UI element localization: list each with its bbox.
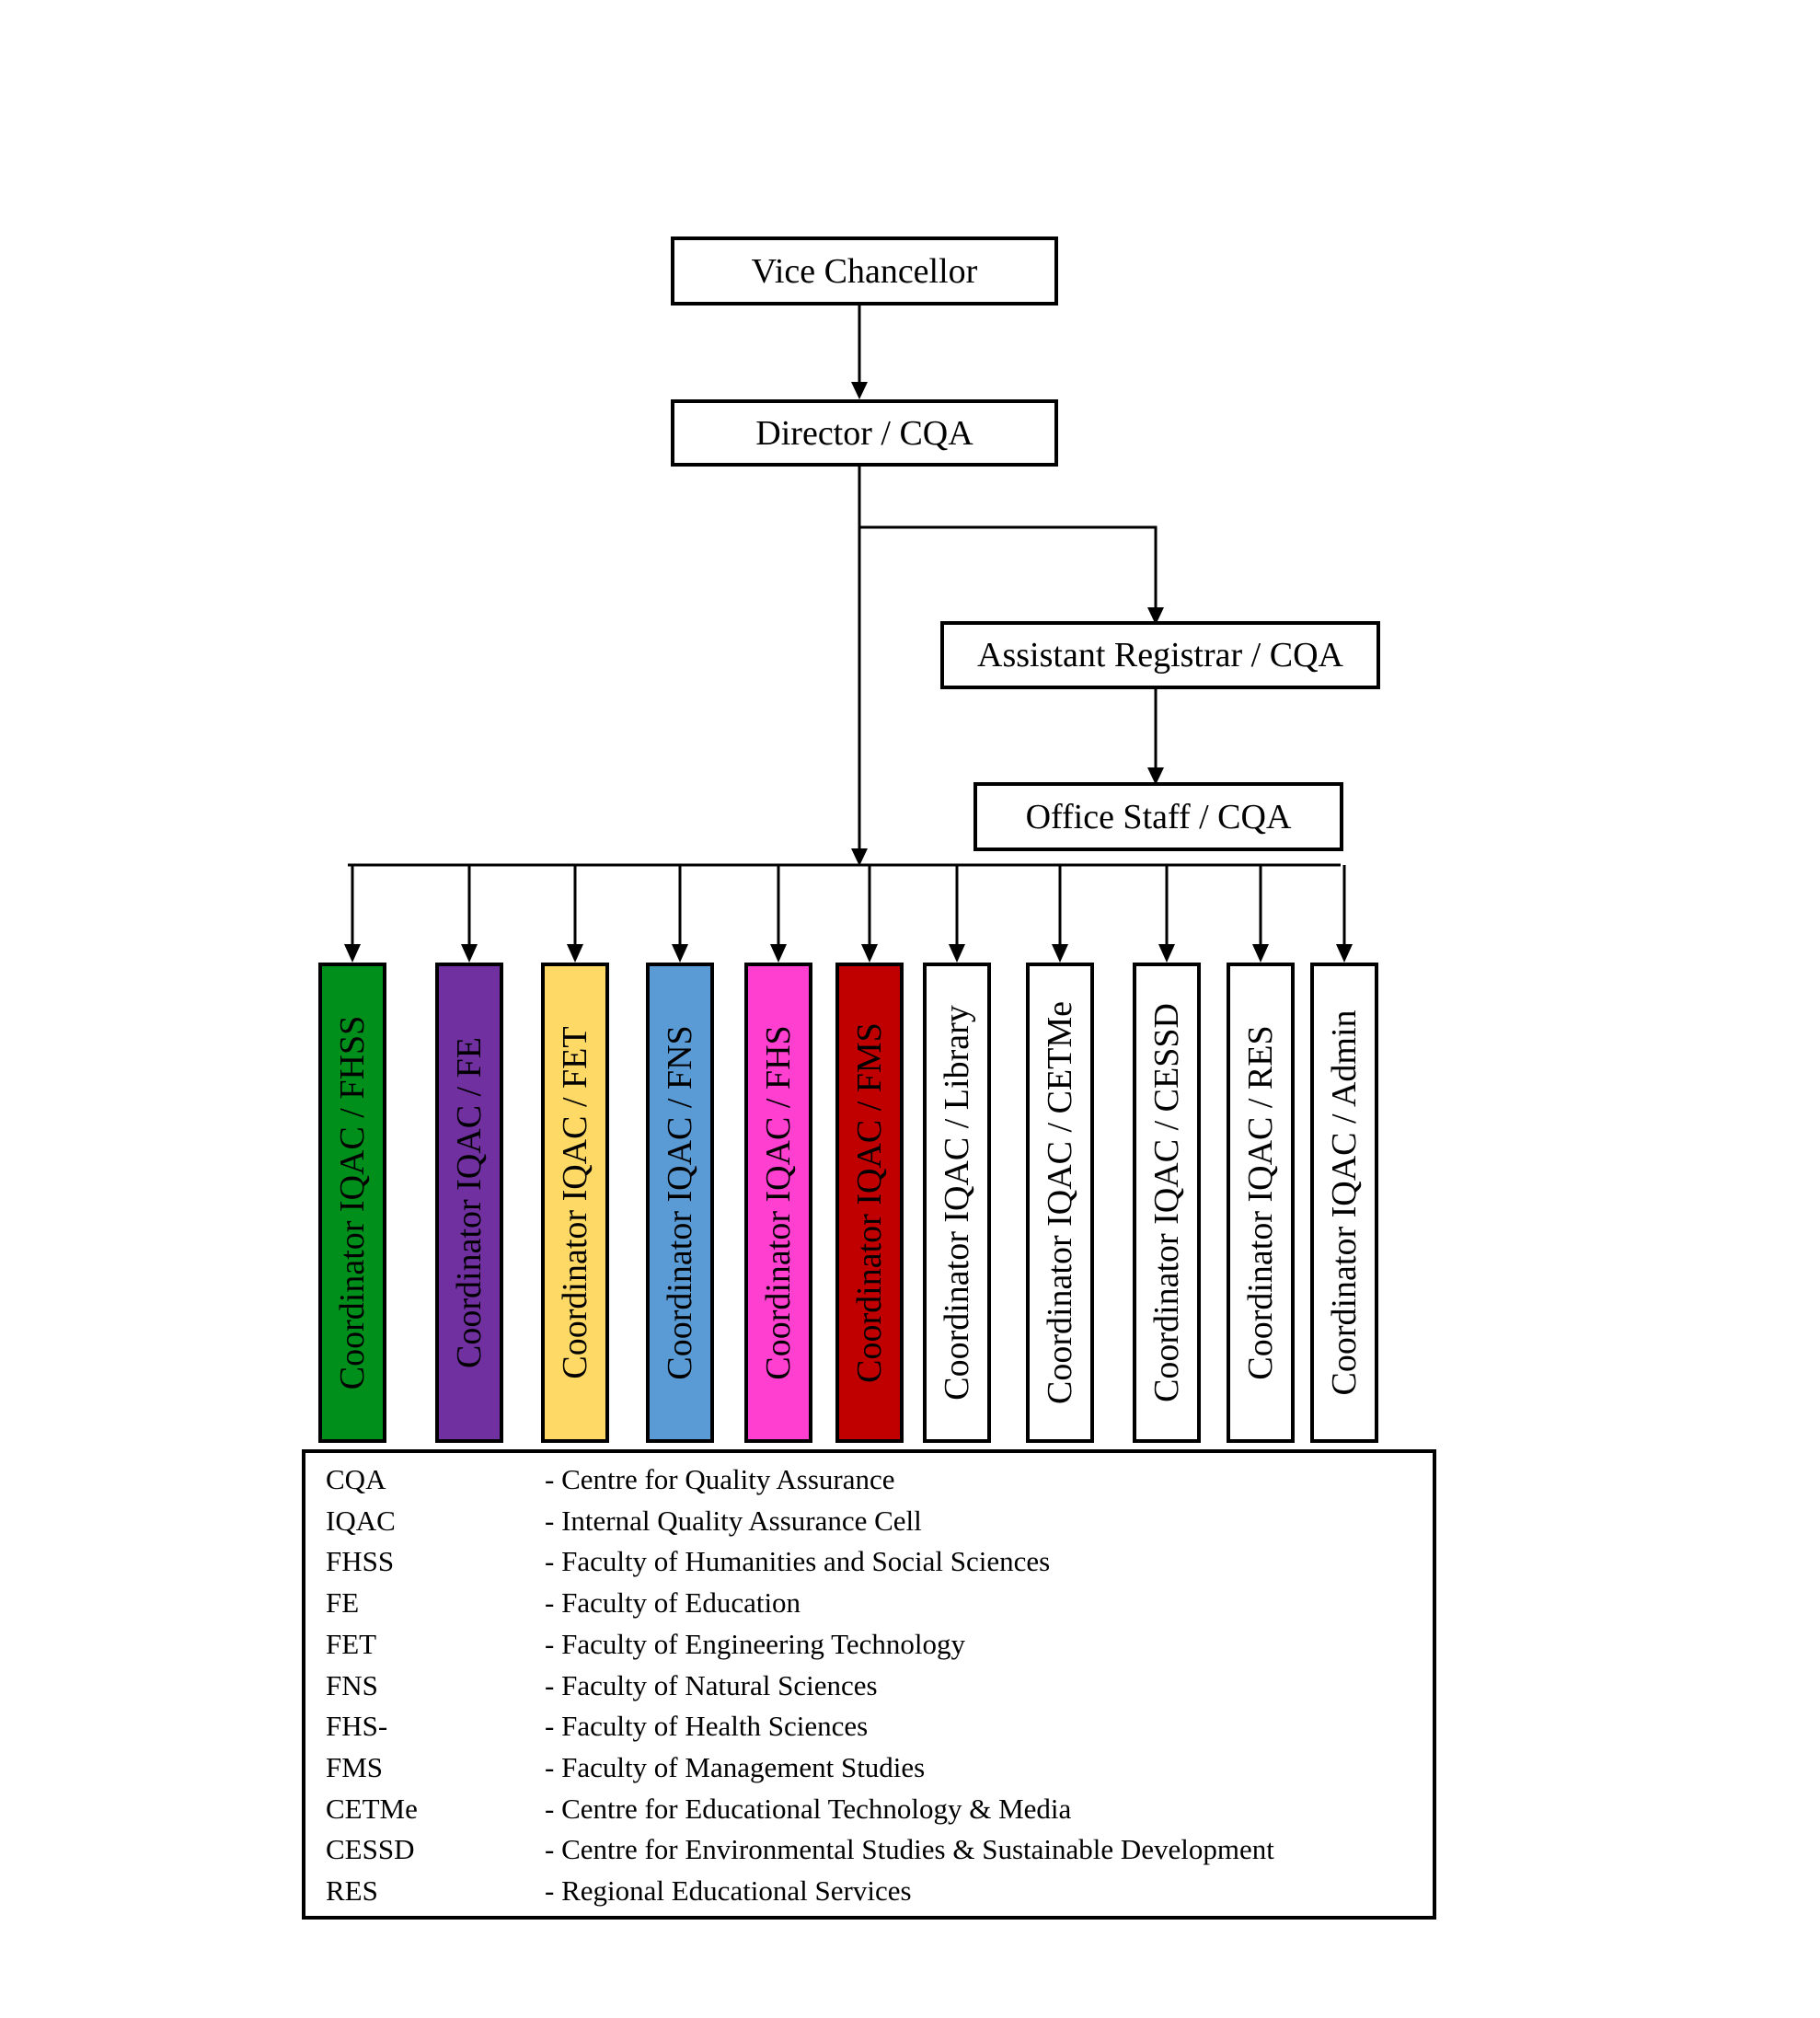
legend-abbreviation: IQAC [326,1504,396,1537]
legend-row: FHSS - Faculty of Humanities and Social S… [305,1540,1433,1582]
coordinator-box-cetme: Coordinator IQAC / CETMe [1026,963,1094,1443]
coordinator-label-library: Coordinator IQAC / Library [938,1005,976,1401]
vice-chancellor-label: Vice Chancellor [751,251,978,291]
coordinator-label-fns: Coordinator IQAC / FNS [661,1025,699,1380]
legend-abbreviation: CESSD [326,1833,415,1866]
legend-description: - Centre for Educational Technology & Me… [545,1792,1072,1825]
coordinator-drop-lines [351,865,1346,946]
coordinator-drop-arrows [344,944,1353,963]
office-staff-box: Office Staff / CQA [973,782,1343,851]
drop-arrow-cetme [1052,944,1068,963]
legend-description: - Centre for Environmental Studies & Sus… [545,1833,1274,1866]
legend-abbreviation: CQA [326,1463,386,1495]
legend-abbreviation: FHS- [326,1710,388,1743]
coordinator-box-fhs: Coordinator IQAC / FHS [744,963,812,1443]
connector-paths [348,305,1341,867]
assistant-registrar-box: Assistant Registrar / CQA [940,621,1380,689]
legend-abbreviation: FMS [326,1750,384,1783]
legend-row: FET - Faculty of Engineering Technology [305,1623,1433,1665]
legend-description: - Faculty of Engineering Technology [545,1627,965,1660]
drop-arrow-fhs [770,944,787,963]
legend-abbreviation: FHSS [326,1545,395,1578]
assistant-registrar-label: Assistant Registrar / CQA [977,636,1343,675]
coordinator-label-fms: Coordinator IQAC / FMS [850,1022,889,1383]
director-label: Director / CQA [755,413,973,453]
drop-arrow-fe [461,944,478,963]
legend-description: - Faculty of Health Sciences [545,1710,869,1743]
legend-description: - Regional Educational Services [545,1874,912,1907]
coordinator-box-fe: Coordinator IQAC / FE [435,963,503,1443]
coordinator-label-res: Coordinator IQAC / RES [1241,1025,1280,1380]
legend-description: - Faculty of Humanities and Social Scien… [545,1545,1051,1578]
drop-arrow-fns [672,944,688,963]
legend-row: CQA - Centre for Quality Assurance [305,1459,1433,1500]
coordinator-label-cetme: Coordinator IQAC / CETMe [1041,1000,1079,1405]
legend-abbreviation: FE [326,1586,360,1620]
legend-abbreviation: RES [326,1874,378,1907]
drop-arrow-res [1252,944,1269,963]
coordinator-label-fhs: Coordinator IQAC / FHS [759,1025,798,1380]
coordinator-box-admin: Coordinator IQAC / Admin [1310,963,1378,1443]
coordinator-box-cessd: Coordinator IQAC / CESSD [1133,963,1201,1443]
coordinator-label-fhss: Coordinator IQAC / FHSS [333,1015,372,1390]
legend-row: FNS - Faculty of Natural Sciences [305,1665,1433,1706]
drop-arrow-cessd [1158,944,1175,963]
drop-arrow-fhss [344,944,361,963]
legend-abbreviation: CETMe [326,1792,418,1825]
legend-row: RES - Regional Educational Services [305,1870,1433,1911]
legend-description: - Internal Quality Assurance Cell [545,1504,922,1537]
legend-row: FE - Faculty of Education [305,1582,1433,1623]
coordinator-box-library: Coordinator IQAC / Library [923,963,991,1443]
legend-abbreviation: FET [326,1627,377,1660]
drop-arrow-library [949,944,965,963]
drop-arrow-fms [861,944,878,963]
legend-row: CESSD - Centre for Environmental Studies … [305,1828,1433,1870]
coordinator-box-res: Coordinator IQAC / RES [1227,963,1295,1443]
coordinator-label-cessd: Coordinator IQAC / CESSD [1147,1003,1186,1402]
office-staff-label: Office Staff / CQA [1025,797,1292,836]
director-box: Director / CQA [671,399,1058,467]
vice-chancellor-box: Vice Chancellor [671,236,1058,306]
legend-description: - Faculty of Management Studies [545,1750,926,1783]
arrowheads [851,382,1164,866]
legend-abbreviation: FNS [326,1668,378,1701]
coordinator-label-fe: Coordinator IQAC / FE [450,1037,489,1368]
coordinator-box-fms: Coordinator IQAC / FMS [835,963,904,1443]
legend-row: CETMe - Centre for Educational Technology… [305,1788,1433,1829]
legend-description: - Centre for Quality Assurance [545,1463,895,1495]
coordinator-box-fns: Coordinator IQAC / FNS [646,963,714,1443]
drop-arrow-admin [1336,944,1353,963]
legend-description: - Faculty of Natural Sciences [545,1668,878,1701]
coordinator-label-admin: Coordinator IQAC / Admin [1325,1009,1364,1396]
coordinator-label-fet: Coordinator IQAC / FET [556,1026,594,1379]
drop-arrow-fet [567,944,583,963]
coordinator-box-fhss: Coordinator IQAC / FHSS [318,963,386,1443]
coordinator-box-fet: Coordinator IQAC / FET [541,963,609,1443]
legend-row: FHS- - Faculty of Health Sciences [305,1705,1433,1747]
legend-description: - Faculty of Education [545,1586,801,1620]
legend-row: IQAC - Internal Quality Assurance Cell [305,1500,1433,1541]
legend-row: FMS - Faculty of Management Studies [305,1747,1433,1788]
